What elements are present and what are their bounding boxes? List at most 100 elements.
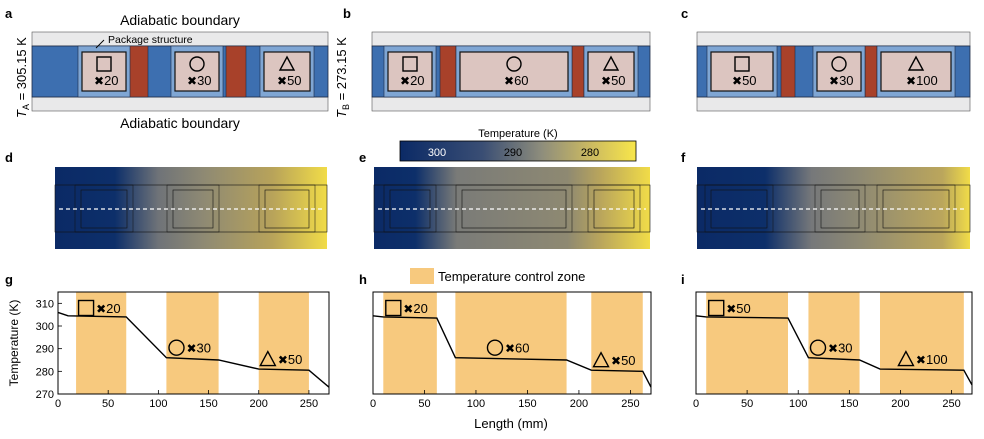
adiabatic-bottom-plate — [31, 96, 329, 112]
schematic: ✖20 ✖60 ✖50 — [371, 31, 651, 112]
package-factor: ✖50 — [732, 73, 757, 88]
circle-icon — [168, 339, 185, 356]
temperature-field — [55, 167, 327, 249]
control-zone — [455, 292, 567, 394]
temperature-field — [374, 167, 650, 249]
factor-value: 50 — [742, 73, 756, 88]
colorbar-tick: 280 — [581, 147, 599, 159]
x-axis-label: Length (mm) — [474, 416, 548, 431]
legend-label: Temperature control zone — [438, 269, 585, 284]
x-tick-label: 50 — [418, 398, 430, 410]
times-icon: ✖ — [277, 74, 287, 88]
temperature-field — [697, 167, 970, 249]
control-zone — [383, 292, 437, 394]
marker-factor: ✖30 — [828, 341, 853, 356]
times-icon: ✖ — [504, 74, 514, 88]
x-tick-label: 250 — [621, 398, 639, 410]
package-factor: ✖20 — [94, 73, 119, 88]
right-temperature-label: TB = 273.15 K — [334, 37, 351, 118]
marker-factor: ✖50 — [278, 352, 303, 367]
heatmap — [373, 167, 651, 249]
temp-part: B — [341, 104, 351, 110]
factor-value: 50 — [288, 352, 302, 367]
x-tick-label: 150 — [840, 398, 858, 410]
marker-factor: ✖30 — [186, 341, 211, 356]
panel-letter-f: f — [681, 150, 686, 165]
x-tick-label: 200 — [891, 398, 909, 410]
panel-letter-a: a — [5, 6, 13, 21]
x-tick-label: 100 — [467, 398, 485, 410]
panel-letter-h: h — [359, 272, 367, 287]
x-tick-label: 0 — [370, 398, 376, 410]
triangle-icon — [278, 55, 296, 71]
factor-value: 100 — [926, 352, 948, 367]
marker-factor: ✖60 — [505, 341, 530, 356]
factor-value: 50 — [736, 301, 750, 316]
control-zone — [808, 292, 860, 394]
x-tick-label: 250 — [300, 398, 318, 410]
package-body — [587, 51, 635, 92]
times-icon: ✖ — [96, 302, 106, 316]
control-zone — [76, 292, 127, 394]
plot-frame — [57, 291, 330, 395]
marker-factor: ✖20 — [403, 301, 428, 316]
x-tick-label: 50 — [741, 398, 753, 410]
times-icon: ✖ — [916, 353, 926, 367]
square-icon — [402, 56, 418, 72]
triangle-icon — [602, 55, 620, 71]
factor-value: 60 — [515, 341, 529, 356]
factor-value: 60 — [514, 73, 528, 88]
square-icon — [734, 56, 750, 72]
x-tick-label: 100 — [149, 398, 167, 410]
plot-frame — [695, 291, 973, 395]
package-factor: ✖60 — [504, 73, 529, 88]
left-temperature-label: TA = 305.15 K — [14, 37, 31, 118]
package-factor: ✖20 — [400, 73, 425, 88]
panel-letter-c: c — [681, 6, 688, 21]
adiabatic-top-plate — [696, 31, 971, 47]
marker-factor: ✖100 — [916, 352, 948, 367]
times-icon: ✖ — [611, 354, 621, 368]
triangle-icon — [259, 350, 277, 367]
bottom-boundary-label: Adiabatic boundary — [120, 115, 240, 131]
package-factor: ✖30 — [829, 73, 854, 88]
panel-letter-d: d — [5, 150, 13, 165]
control-zone — [166, 292, 219, 394]
package-structure-label: Package structure — [108, 34, 193, 46]
square-icon — [385, 299, 402, 317]
temp-part: A — [21, 104, 31, 110]
package-factor: ✖30 — [187, 73, 212, 88]
marker-factor: ✖20 — [96, 301, 121, 316]
control-zone — [258, 292, 309, 394]
times-icon: ✖ — [187, 74, 197, 88]
temp-part: = 273.15 K — [334, 37, 349, 104]
colorbar-tick: 290 — [504, 147, 522, 159]
temperature-line — [695, 315, 973, 386]
heatmap — [54, 167, 328, 249]
factor-value: 50 — [621, 353, 635, 368]
thermal-separator — [780, 45, 796, 98]
package-factor: ✖50 — [601, 73, 626, 88]
adiabatic-bottom-plate — [696, 96, 971, 112]
triangle-icon — [592, 351, 610, 368]
legend-swatch — [410, 268, 434, 284]
x-tick-label: 200 — [570, 398, 588, 410]
square-icon — [96, 56, 112, 72]
y-tick-label: 280 — [36, 366, 54, 378]
top-boundary-label: Adiabatic boundary — [120, 12, 240, 28]
x-tick-label: 150 — [518, 398, 536, 410]
factor-value: 30 — [197, 73, 211, 88]
package-body — [263, 51, 311, 92]
thermal-separator — [225, 45, 247, 98]
y-tick-label: 290 — [36, 344, 54, 356]
circle-icon — [486, 339, 504, 356]
y-tick-label: 310 — [36, 298, 54, 310]
x-tick-label: 250 — [942, 398, 960, 410]
factor-value: 20 — [413, 301, 427, 316]
y-tick-label: 300 — [36, 321, 54, 333]
colorbar-gradient — [399, 140, 637, 162]
temp-part: = 305.15 K — [14, 37, 29, 104]
times-icon: ✖ — [403, 302, 413, 316]
